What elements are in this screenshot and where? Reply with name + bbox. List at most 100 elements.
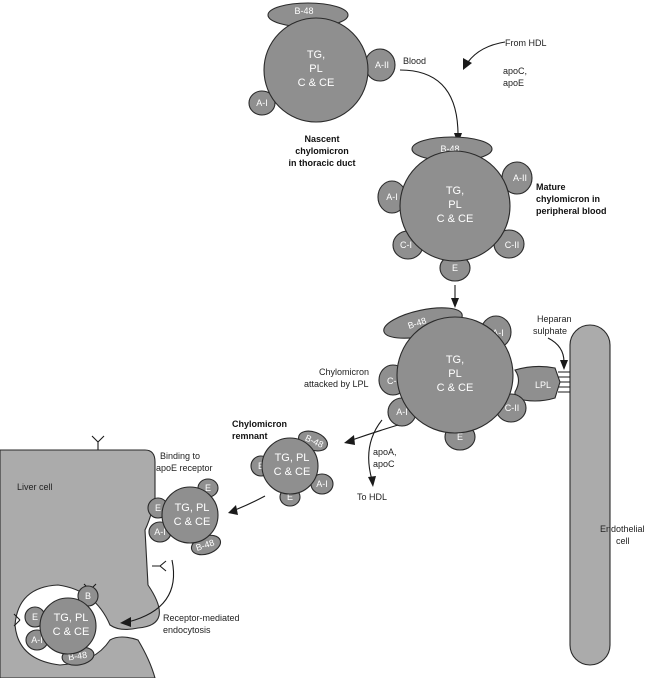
core-text: PL (448, 199, 461, 211)
arrowhead (451, 298, 459, 308)
apo-b48-label: B-48 (294, 6, 313, 16)
nascent-label: Nascent (304, 134, 339, 144)
binding-label: apoE receptor (156, 463, 213, 473)
bound-core (161, 486, 219, 544)
apo-e-label: E (452, 263, 458, 273)
to-hdl-label: To HDL (357, 492, 387, 502)
apo-b48-label: B-48 (440, 144, 459, 154)
to-binding-arrow (234, 495, 266, 511)
liver-cell-label: Liver cell (17, 482, 53, 492)
core-text: TG, PL (54, 612, 89, 624)
endothelial-cell: Endothelial cell LPL (514, 324, 645, 666)
apo-e-label: E (287, 492, 293, 502)
lpl-enzyme (514, 365, 561, 402)
heparan-sulphate-strands (558, 371, 570, 393)
apo-e-label: E (205, 483, 211, 493)
lpl-attacked-chylomicron: B-48 A-I C-I A-I C-II E TG, PL C & CE Ch… (304, 307, 527, 451)
nascent-chylomicron: B-48 A-II A-I TG, PL C & CE Nascent chyl… (248, 2, 396, 168)
core-text: C & CE (174, 516, 211, 528)
remnant-label: remnant (232, 431, 268, 441)
endothelial-cell-body (569, 324, 611, 666)
to-remnant-arrow (351, 424, 399, 441)
core-text: PL (309, 63, 322, 75)
arrowhead (463, 58, 472, 70)
lpl-attacked-core (396, 316, 514, 434)
core-text: C & CE (53, 626, 90, 638)
receptor-bound-remnant: E E A-I B-48 TG, PL C & CE Binding to ap… (147, 451, 222, 556)
core-text: C & CE (437, 382, 474, 394)
endothelial-label-line2: cell (616, 536, 630, 546)
mature-label: peripheral blood (536, 206, 607, 216)
remnant-label: Chylomicron (232, 419, 287, 429)
core-text: TG, PL (275, 452, 310, 464)
arrowhead (368, 476, 376, 487)
binding-label: Binding to (160, 451, 200, 461)
apoc-label: apoC, (503, 66, 527, 76)
core-text: C & CE (298, 77, 335, 89)
to-hdl-arrow (368, 419, 383, 481)
chylomicron-remnant: B-48 E A-I E TG, PL C & CE Chylomicron r… (232, 419, 334, 507)
nascent-label: chylomicron (295, 146, 349, 156)
endocytosed-core (39, 597, 97, 655)
apo-a1-label: A-I (386, 192, 398, 202)
apoa-label: apoA, (373, 447, 397, 457)
endocytosed-remnant: B E A-I B-48 TG, PL C & CE (24, 585, 99, 666)
endocytosis-label: endocytosis (163, 625, 211, 635)
apo-a1-label: A-I (256, 98, 268, 108)
mature-label: chylomicron in (536, 194, 600, 204)
apo-a1 (248, 90, 276, 116)
apo-a2-label: A-II (513, 173, 527, 183)
attacked-label: attacked by LPL (304, 379, 369, 389)
lpl-label: LPL (535, 380, 551, 390)
endothelial-label-line1: Endothelial (600, 524, 645, 534)
endocytosis-label: Receptor-mediated (163, 613, 240, 623)
apo-e-label: E (155, 503, 161, 513)
to-endocytosis-arrow (127, 559, 174, 623)
nascent-label: in thoracic duct (288, 158, 355, 168)
apo-a2-label: A-II (375, 60, 389, 70)
apo-c1-label: C-I (400, 240, 412, 250)
blood-arrow (399, 69, 459, 136)
from-hdl-arrow (467, 41, 506, 63)
heparan-arrow (547, 337, 565, 363)
apo-a1-label: A-I (316, 479, 328, 489)
apoe-label: apoE (503, 78, 524, 88)
apo-a1-label: A-I (396, 407, 408, 417)
attacked-label: Chylomicron (319, 367, 369, 377)
mature-chylomicron: B-48 A-II A-I C-I C-II E TG, PL C & CE M… (377, 136, 607, 282)
apo-a1-label: A-I (492, 328, 504, 338)
nascent-core (263, 17, 369, 123)
core-text: TG, (446, 185, 464, 197)
receptor-icon (152, 560, 167, 572)
receptor-icon (91, 435, 105, 450)
core-text: TG, PL (175, 502, 210, 514)
core-text: TG, (307, 49, 325, 61)
blood-label: Blood (403, 56, 426, 66)
arrowhead (560, 360, 568, 370)
liver-cell-body (0, 449, 160, 678)
arrowhead (344, 435, 355, 445)
apo-c2-label: C-II (505, 240, 520, 250)
apoc-label: apoC (373, 459, 395, 469)
core-text: PL (448, 368, 461, 380)
from-hdl-label: From HDL (505, 38, 547, 48)
arrowhead (120, 617, 131, 627)
core-text: TG, (446, 354, 464, 366)
apo-e-label: E (258, 461, 264, 471)
apo-a1-label: A-I (31, 635, 43, 645)
heparan-label: sulphate (533, 326, 567, 336)
core-text: C & CE (274, 466, 311, 478)
apo-e-label: E (457, 432, 463, 442)
receptor-icon (13, 613, 21, 627)
remnant-core (261, 437, 319, 495)
heparan-label: Heparan (537, 314, 572, 324)
core-text: C & CE (437, 213, 474, 225)
mature-label: Mature (536, 182, 566, 192)
apo-c2-label: C-II (505, 403, 520, 413)
apo-e-label: E (32, 612, 38, 622)
apo-a1-label: A-I (154, 527, 166, 537)
mature-core (399, 150, 511, 262)
arrowhead (228, 505, 238, 515)
